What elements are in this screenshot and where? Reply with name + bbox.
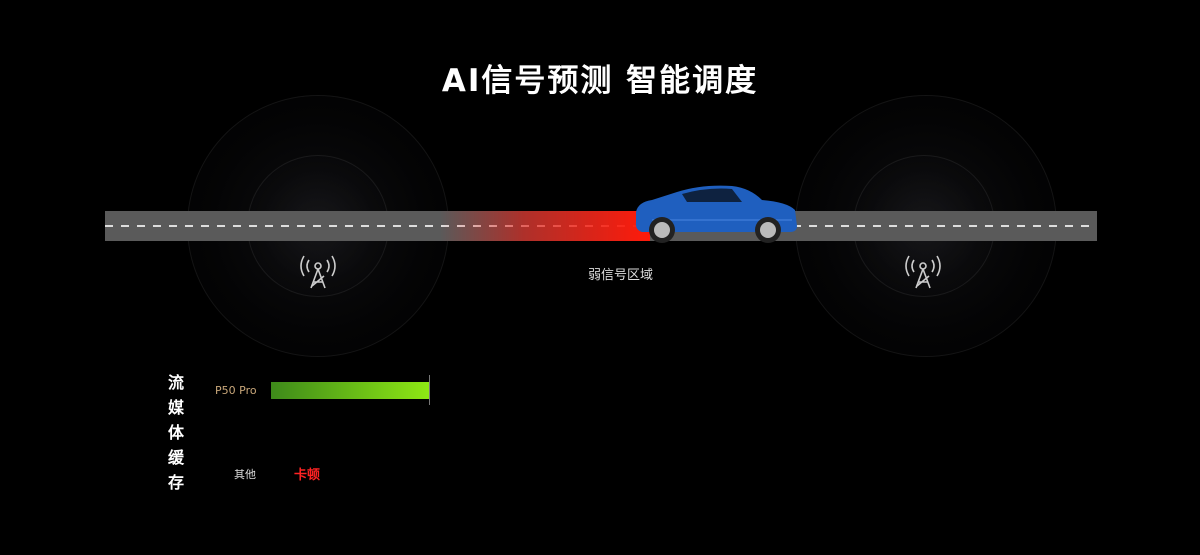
stall-status: 卡顿 [294, 468, 321, 483]
car-image [635, 185, 797, 243]
signal-tower-icon [905, 255, 941, 289]
buffer-end-marker [429, 375, 430, 405]
weak-signal-label: 弱信号区域 [588, 268, 654, 283]
label-char: 流 [167, 373, 184, 392]
label-char: 媒 [167, 398, 184, 417]
other-phones-label: 其他 [234, 468, 256, 481]
label-char: 存 [167, 473, 184, 492]
weak-signal-zone [440, 211, 650, 241]
p50-pro-buffer-bar [271, 382, 429, 399]
streaming-cache-label: 流 媒 体 缓 存 [166, 370, 186, 495]
signal-tower-icon [300, 255, 336, 289]
label-char: 缓 [167, 448, 184, 467]
p50-pro-label: P50 Pro [215, 384, 257, 397]
label-char: 体 [167, 423, 184, 442]
page-title: AI信号预测 智能调度 [441, 63, 759, 99]
